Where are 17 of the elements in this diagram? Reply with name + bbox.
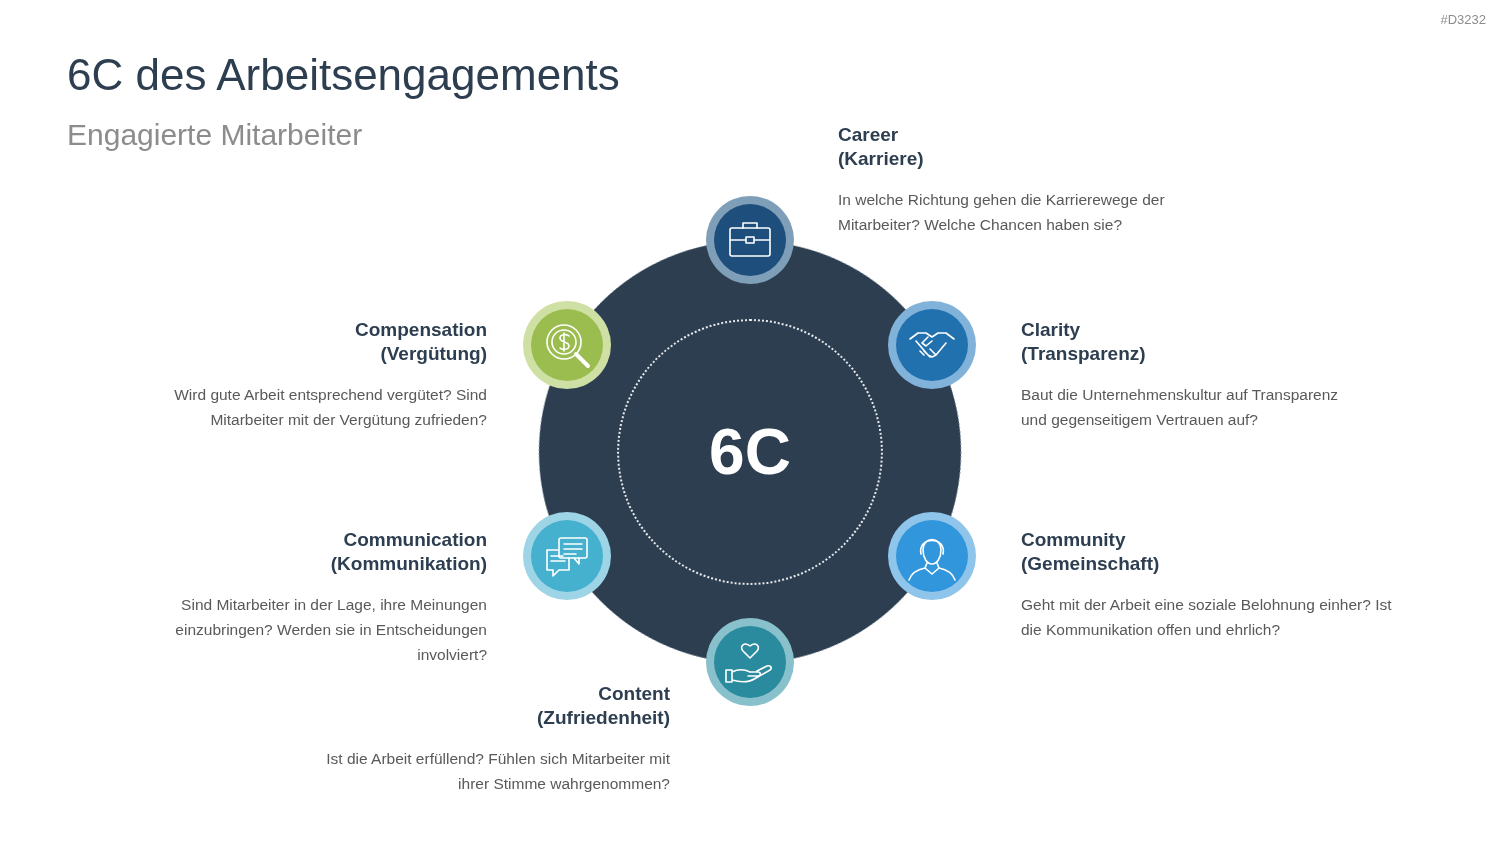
subtitle: Engagierte Mitarbeiter: [67, 118, 363, 152]
category-description: Sind Mitarbeiter in der Lage, ihre Meinungen einzubringen? Werden sie in Entscheidungen involviert?: [174, 595, 487, 665]
category-description: Baut die Unternehmenskultur auf Transparenz und gegenseitigem Vertrauen auf?: [1021, 385, 1340, 430]
category-description: Geht mit der Arbeit eine soziale Belohnung einher? Ist die Kommunikation offen und ehrlich?: [1021, 595, 1393, 640]
category-description: Ist die Arbeit erfüllend? Fühlen sich Mitarbeiter mit ihrer Stimme wahrgenommen?: [325, 749, 670, 794]
title: 6C des Arbeitsengagements: [67, 50, 620, 100]
category-heading: Compensation (Vergütung): [355, 318, 487, 366]
slide-id: #D3232: [1440, 12, 1486, 27]
category-heading: Clarity (Transparenz): [1021, 318, 1146, 366]
dotted-circle: [617, 319, 883, 585]
hub-label: 6C: [709, 415, 791, 489]
category-heading: Career (Karriere): [838, 123, 924, 171]
category-description: Wird gute Arbeit entsprechend vergütet? Sind Mitarbeiter mit der Vergütung zufrieden?: [173, 385, 487, 430]
category-heading: Content (Zufriedenheit): [537, 682, 670, 730]
category-heading: Communication (Kommunikation): [330, 528, 487, 576]
category-heading: Community (Gemeinschaft): [1021, 528, 1160, 576]
category-description: In welche Richtung gehen die Karrierewege der Mitarbeiter? Welche Chancen haben sie?: [838, 190, 1166, 235]
